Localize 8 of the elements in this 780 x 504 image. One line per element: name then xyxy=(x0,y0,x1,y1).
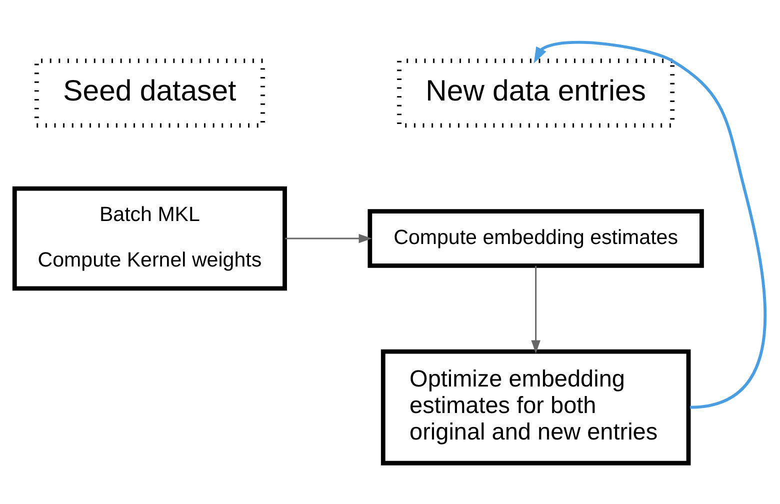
node-box: Compute embedding estimates xyxy=(368,208,704,268)
arrow xyxy=(534,40,767,408)
arrow xyxy=(531,265,540,354)
arrow xyxy=(285,233,372,243)
node-box: Seed dataset xyxy=(34,58,265,128)
node-box: New data entries xyxy=(397,58,675,128)
node-box: Optimize embedding estimates for both original and new entries xyxy=(380,348,691,465)
node-box: Batch MKL Compute Kernel weights xyxy=(12,186,287,290)
